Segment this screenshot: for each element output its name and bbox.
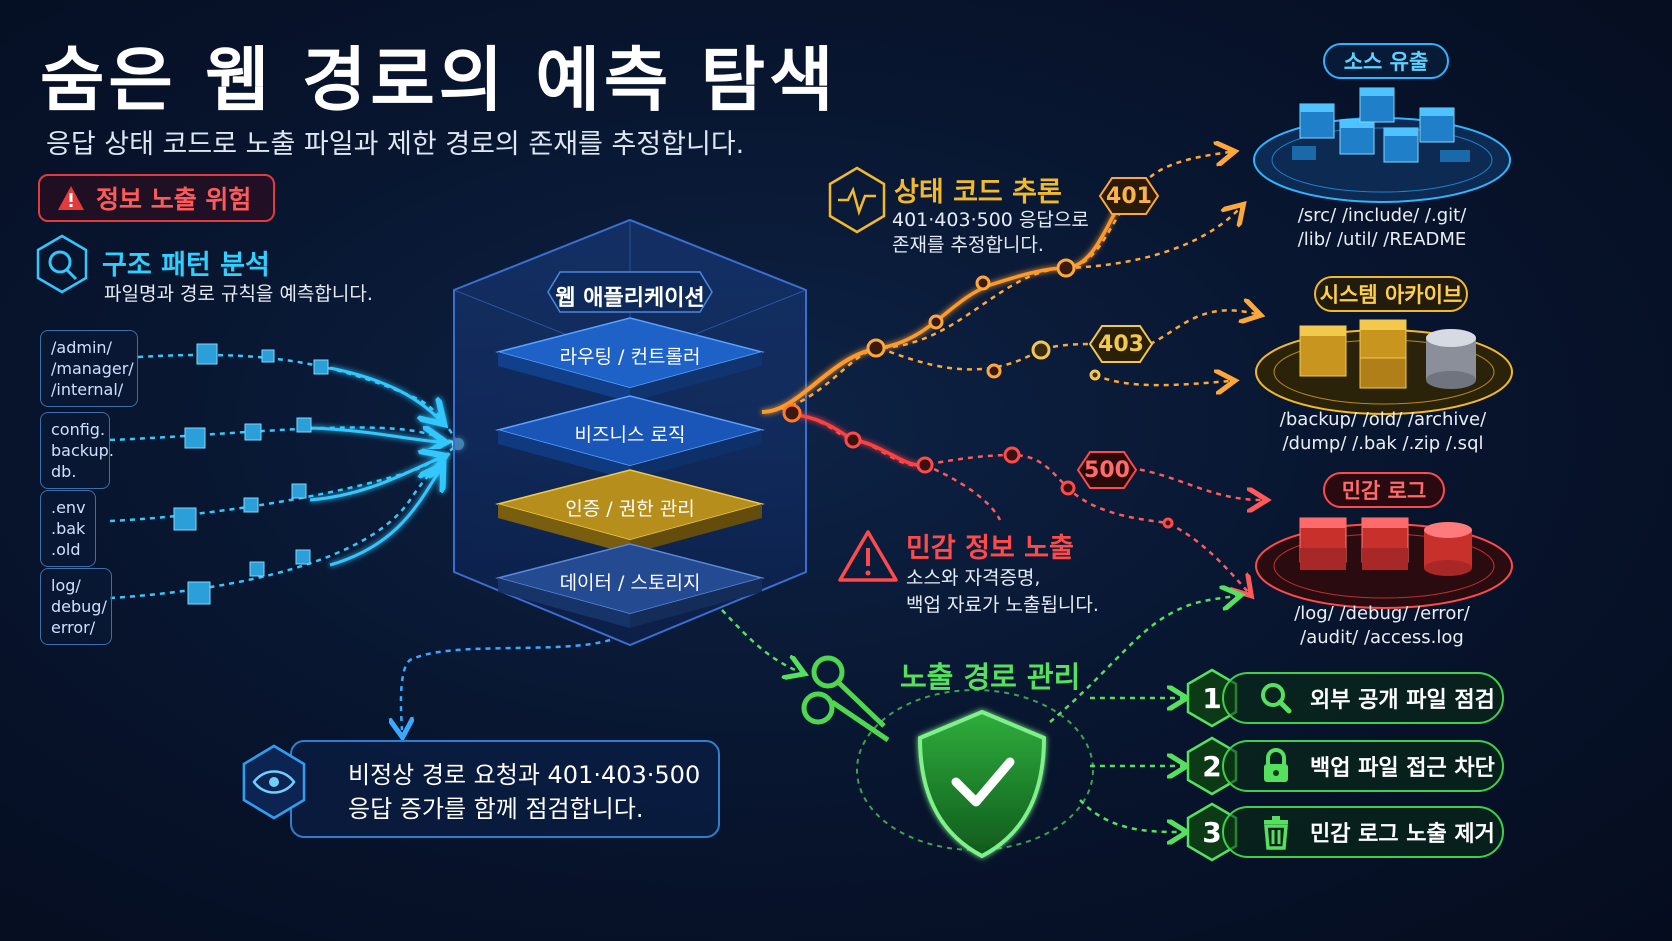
layer-data-storage: 데이터 / 스토리지	[559, 572, 701, 594]
target-archive-label: 시스템 아카이브	[1314, 276, 1468, 312]
sensitive-exposure-desc-1: 소스와 자격증명,	[906, 567, 1041, 589]
monitoring-line-2: 응답 증가를 함께 점검합니다.	[348, 795, 644, 823]
path-item: config.	[51, 420, 106, 439]
path-item: .env	[51, 498, 86, 517]
path-nodes	[782, 258, 1174, 529]
layer-auth: 인증 / 권한 관리	[565, 498, 695, 520]
management-title: 노출 경로 관리	[900, 660, 1081, 694]
action-row-1: 외부 공개 파일 점검	[1222, 672, 1504, 724]
status-inference-desc-1: 401·403·500 응답으로	[892, 209, 1089, 231]
code-badge-401: 401	[1106, 184, 1152, 209]
path-item: db.	[51, 462, 77, 481]
monitoring-note: 비정상 경로 요청과 401·403·500 응답 증가를 함께 점검합니다.	[290, 740, 720, 838]
scissors-icon	[801, 655, 890, 743]
path-group-log: log/ debug/ error/	[40, 568, 112, 645]
status-inference-title: 상태 코드 추론	[894, 177, 1062, 208]
code-badge-500: 500	[1084, 458, 1130, 483]
target-logs-label: 민감 로그	[1323, 472, 1445, 508]
path-item: /manager/	[51, 359, 134, 378]
management-connectors	[721, 596, 1236, 851]
search-icon	[1261, 683, 1292, 714]
target-logs-paths-1: /log/ /debug/ /error/	[1294, 603, 1470, 624]
trash-icon	[1264, 816, 1288, 850]
status-inference-desc-2: 존재를 추정합니다.	[892, 234, 1044, 256]
action-number-3: 3	[1202, 815, 1222, 849]
logs-db	[1255, 517, 1513, 609]
target-archive-paths-1: /backup/ /old/ /archive/	[1279, 409, 1487, 430]
action-label: 백업 파일 접근 차단	[1310, 756, 1495, 781]
path-item: /admin/	[51, 338, 112, 357]
input-cubes	[173, 343, 329, 605]
path-item: /internal/	[51, 380, 124, 399]
target-archive-paths-2: /dump/ /.bak /.zip /.sql	[1282, 433, 1484, 454]
status-hex	[828, 166, 886, 234]
risk-badge: 정보 노출 위험	[38, 174, 275, 222]
input-connectors	[109, 353, 460, 600]
pattern-hex	[36, 234, 88, 294]
action-number-2: 2	[1202, 749, 1222, 783]
path-item: log/	[51, 576, 81, 595]
warning-icon	[58, 186, 84, 210]
path-item: backup.	[51, 441, 114, 460]
monitor-connector	[401, 638, 611, 730]
target-source-leak-paths-1: /src/ /include/ /.git/	[1297, 205, 1467, 226]
sensitive-exposure-title: 민감 정보 노출	[906, 533, 1074, 564]
web-app-title: 웹 애플리케이션	[555, 286, 705, 311]
path-item: .old	[51, 540, 81, 559]
shield-icon	[917, 709, 1047, 859]
page-title: 숨은 웹 경로의 예측 탐색	[40, 39, 838, 121]
code-badge-shapes	[1076, 177, 1160, 489]
monitoring-line-1: 비정상 경로 요청과 401·403·500	[348, 761, 701, 789]
pattern-analysis-desc: 파일명과 경로 규칙을 예측합니다.	[104, 283, 373, 305]
action-number-1: 1	[1202, 681, 1222, 715]
path-item: debug/	[51, 597, 107, 616]
sensitive-exposure-desc-2: 백업 자료가 노출됩니다.	[906, 594, 1099, 616]
target-source-leak-paths-2: /lib/ /util/ /README	[1297, 229, 1467, 250]
path-item: .bak	[51, 519, 86, 538]
action-label: 외부 공개 파일 점검	[1310, 688, 1495, 713]
archive-db	[1255, 319, 1513, 415]
layer-business-logic: 비즈니스 로직	[574, 424, 686, 446]
warning-triangle-large	[838, 530, 898, 582]
path-group-admin: /admin/ /manager/ /internal/	[40, 330, 138, 407]
action-label: 민감 로그 노출 제거	[1310, 822, 1495, 847]
path-group-config: config. backup. db.	[40, 412, 114, 489]
path-item: error/	[51, 618, 96, 637]
eye-icon	[242, 744, 306, 820]
page-subtitle: 응답 상태 코드로 노출 파일과 제한 경로의 존재를 추정합니다.	[46, 129, 745, 160]
lock-icon	[1264, 748, 1288, 782]
layer-routing: 라우팅 / 컨트롤러	[559, 346, 701, 368]
code-badge-403: 403	[1098, 332, 1144, 357]
path-group-env: .env .bak .old	[40, 490, 96, 567]
source-db	[1253, 87, 1511, 203]
target-logs-paths-2: /audit/ /access.log	[1300, 627, 1464, 648]
target-source-leak-label: 소스 유출	[1323, 43, 1449, 79]
risk-badge-label: 정보 노출 위험	[96, 185, 252, 214]
action-row-2: 백업 파일 접근 차단	[1222, 740, 1504, 792]
pattern-analysis-title: 구조 패턴 분석	[102, 250, 270, 281]
action-row-3: 민감 로그 노출 제거	[1222, 806, 1504, 858]
stack-layers	[495, 317, 765, 628]
